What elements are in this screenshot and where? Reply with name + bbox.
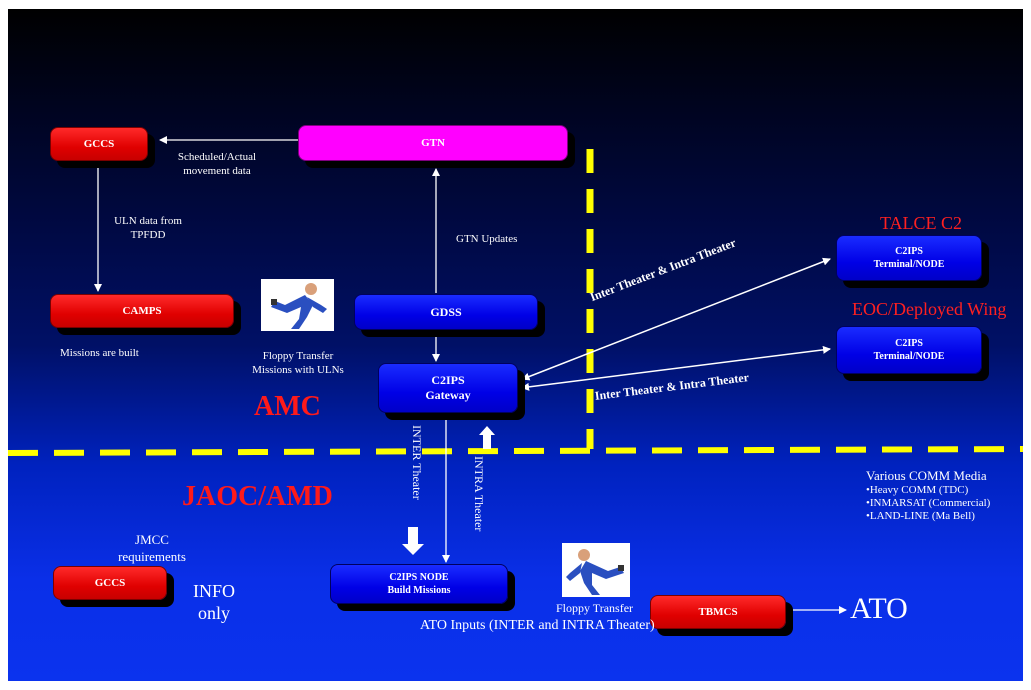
intra-block-arrow [479,426,495,449]
camps-label: CAMPS [122,304,161,318]
inter-theater-vertical-label: INTER Theater [410,425,424,500]
gccs-top-box: GCCS [50,127,148,161]
talce-node-box: C2IPS Terminal/NODE [836,235,982,281]
floppy-bottom-label: Floppy Transfer [556,601,633,615]
slide-background: GCCS GTN CAMPS GDSS C2IPS Gateway C2IPS … [8,9,1023,681]
comm-media-block: Various COMM Media •Heavy COMM (TDC) •IN… [866,468,990,523]
scheduled-line-1: Scheduled/Actual [166,150,268,164]
gateway-label-1: C2IPS [431,373,464,388]
info-line-1: INFO [184,580,244,602]
comm-item-1: •Heavy COMM (TDC) [866,484,990,497]
running-person-icon [261,279,334,331]
floppy-person-bottom-image [562,543,630,597]
eoc-node-label-2: Terminal/NODE [874,350,945,363]
tbmcs-label: TBMCS [698,605,737,619]
uln-data-label: ULN data from TPFDD [108,214,188,242]
boundary-horizontal-line [8,449,1023,453]
gccs-bottom-label: GCCS [95,576,126,590]
comm-item-2: •INMARSAT (Commercial) [866,497,990,510]
floppy-top-line-1: Floppy Transfer [246,349,350,363]
c2ips-node-label-1: C2IPS NODE [389,571,448,584]
eoc-node-box: C2IPS Terminal/NODE [836,326,982,374]
gateway-label-2: Gateway [425,388,470,403]
gtn-label: GTN [421,136,445,150]
info-only-label: INFO only [184,580,244,624]
gateway-talce-arrow [528,259,830,377]
uln-line-2: TPFDD [108,228,188,242]
gdss-label: GDSS [430,305,461,319]
amc-heading: AMC [254,391,321,423]
gtn-box: GTN [298,125,568,161]
gdss-box: GDSS [354,294,538,330]
inter-block-arrow [402,527,424,555]
camps-box: CAMPS [50,294,234,328]
eoc-deployed-wing-heading: EOC/Deployed Wing [852,299,1006,320]
jaoc-amd-heading: JAOC/AMD [182,481,333,513]
jmcc-requirements-label: JMCC requirements [112,531,192,565]
running-person-icon [562,543,630,597]
talce-node-label-1: C2IPS [895,245,923,258]
talce-c2-heading: TALCE C2 [880,213,962,234]
talce-node-label-2: Terminal/NODE [874,258,945,271]
c2ips-node-box: C2IPS NODE Build Missions [330,564,508,604]
c2ips-node-label-2: Build Missions [387,584,450,597]
ato-label: ATO [850,593,908,625]
gccs-top-label: GCCS [84,137,115,151]
jmcc-line-1: JMCC [112,531,192,548]
comm-title: Various COMM Media [866,468,990,484]
floppy-top-line-2: Missions with ULNs [246,363,350,377]
missions-built-label: Missions are built [60,346,139,360]
gtn-updates-label: GTN Updates [456,232,517,246]
eoc-node-label-1: C2IPS [895,337,923,350]
gccs-bottom-box: GCCS [53,566,167,600]
ato-inputs-label: ATO Inputs (INTER and INTRA Theater) [420,619,655,633]
comm-item-3: •LAND-LINE (Ma Bell) [866,510,990,523]
scheduled-movement-label: Scheduled/Actual movement data [166,150,268,178]
floppy-top-label: Floppy Transfer Missions with ULNs [246,349,350,377]
uln-line-1: ULN data from [108,214,188,228]
floppy-person-top-image [261,279,334,331]
scheduled-line-2: movement data [166,164,268,178]
c2ips-gateway-box: C2IPS Gateway [378,363,518,413]
jmcc-line-2: requirements [112,548,192,565]
tbmcs-box: TBMCS [650,595,786,629]
intra-theater-vertical-label: INTRA Theater [472,456,486,531]
info-line-2: only [184,602,244,624]
